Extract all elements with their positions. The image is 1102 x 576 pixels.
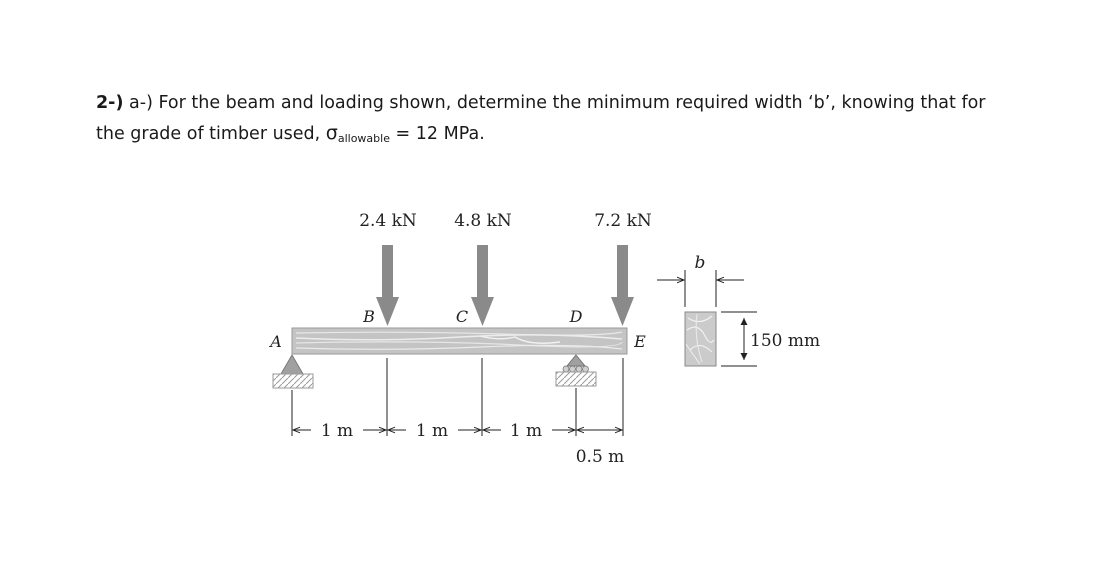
problem-statement: 2-) a-) For the beam and loading shown, … bbox=[96, 88, 1056, 154]
timber-beam bbox=[291, 327, 628, 355]
span-dimension-de: 0.5 m bbox=[576, 430, 625, 467]
problem-number: 2-) bbox=[96, 93, 124, 113]
load-arrow-e bbox=[611, 245, 634, 326]
problem-text-line-2: the grade of timber used, bbox=[96, 124, 326, 144]
load-label-c: 4.8 kN bbox=[454, 211, 512, 231]
pin-support-a bbox=[272, 354, 314, 389]
problem-text-line-1: a-) For the beam and loading shown, dete… bbox=[129, 93, 986, 113]
roller-support-d bbox=[555, 354, 597, 387]
load-label-e: 7.2 kN bbox=[594, 211, 652, 231]
sigma-subscript: allowable bbox=[337, 132, 390, 145]
load-arrow-c bbox=[471, 245, 494, 326]
allowable-stress-value: = 12 MPa. bbox=[389, 124, 485, 144]
width-label-b: b bbox=[695, 253, 706, 273]
point-label-c: C bbox=[456, 307, 468, 326]
span-label-bc: 1 m bbox=[416, 421, 448, 441]
load-arrow-b bbox=[376, 245, 399, 326]
span-label-cd: 1 m bbox=[510, 421, 542, 441]
load-label-b: 2.4 kN bbox=[359, 211, 417, 231]
sigma-symbol: σ bbox=[325, 122, 338, 144]
point-label-d: D bbox=[569, 307, 583, 326]
span-label-ab: 1 m bbox=[321, 421, 353, 441]
point-label-e: E bbox=[633, 332, 646, 351]
point-label-b: B bbox=[362, 307, 375, 326]
span-dimension-cd: 1 m bbox=[483, 421, 575, 441]
problem-line-2: the grade of timber used, σallowable = 1… bbox=[96, 118, 1056, 154]
width-dimension-b: b bbox=[657, 253, 744, 307]
beam-cross-section bbox=[684, 311, 717, 367]
span-dimension-ab: 1 m bbox=[293, 421, 386, 441]
span-label-de: 0.5 m bbox=[576, 447, 625, 467]
height-dimension: 150 mm bbox=[721, 311, 820, 367]
height-label: 150 mm bbox=[750, 331, 820, 351]
problem-line-1: 2-) a-) For the beam and loading shown, … bbox=[96, 88, 1056, 118]
point-label-a: A bbox=[268, 332, 282, 351]
span-dimension-bc: 1 m bbox=[388, 421, 481, 441]
